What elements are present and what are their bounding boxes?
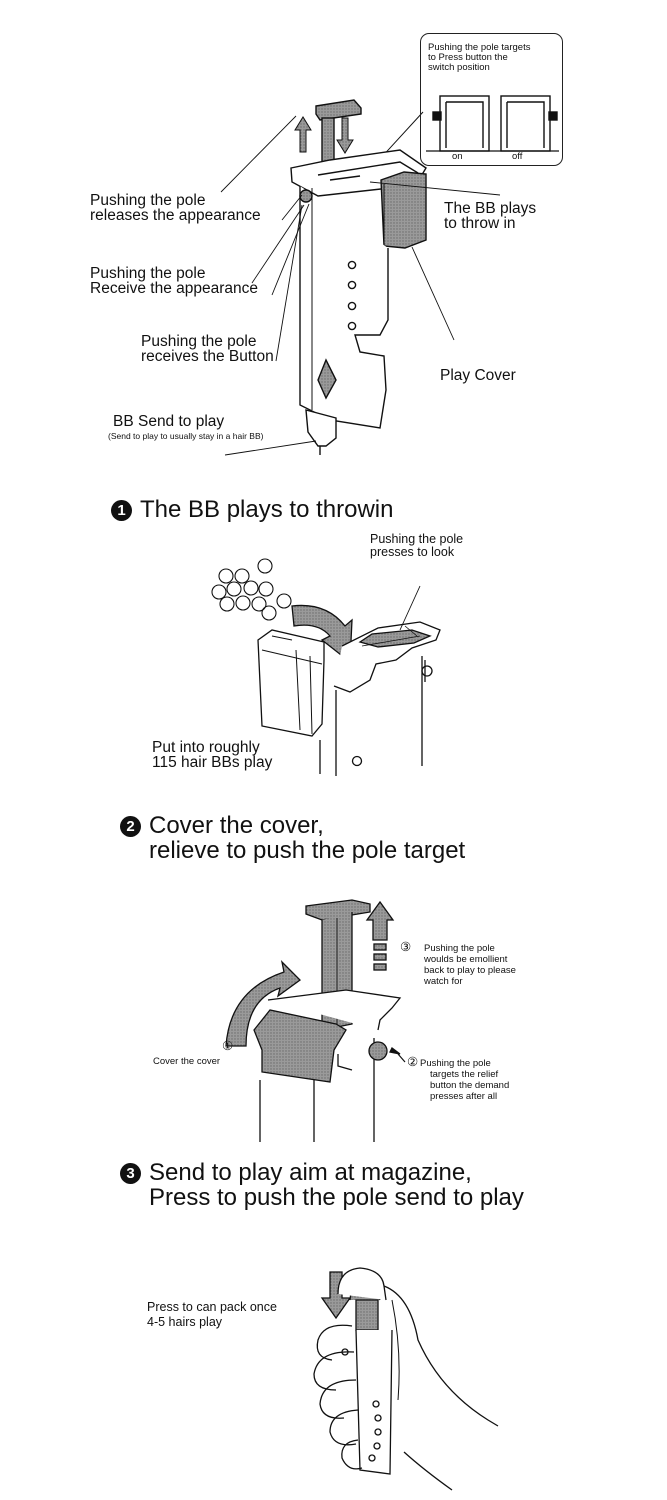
switch-position-inset xyxy=(420,33,563,166)
presses-label-line-2: presses to look xyxy=(370,545,455,559)
step2-note-3-line-3: back to play to please xyxy=(424,965,516,976)
play-cover-label: Play Cover xyxy=(440,367,516,384)
step3-heading: 3 Send to play aim at magazine, Press to … xyxy=(120,1160,524,1210)
switch-off-label: off xyxy=(512,151,523,162)
switch-off-icon xyxy=(500,95,558,152)
step3-heading-line-1: Send to play aim at magazine, xyxy=(149,1159,472,1186)
button-label-line-2: receives the Button xyxy=(141,348,274,365)
step1-number-badge: 1 xyxy=(111,500,132,521)
bb-send-note: (Send to play to usually stay in a hair … xyxy=(108,431,264,441)
step2-drawing xyxy=(225,899,406,1142)
step2-note-3-marker: ③ xyxy=(400,940,412,954)
step2-note-3-line-2: woulds be emollient xyxy=(424,954,508,965)
button-label-line-1: Pushing the pole xyxy=(141,333,257,350)
step2-note-2-line-2: targets the relief xyxy=(430,1069,499,1080)
bb-send-label: BB Send to play xyxy=(113,413,225,430)
step3-number-badge: 3 xyxy=(120,1163,141,1184)
step2-note-3-line-1: Pushing the pole xyxy=(424,943,495,954)
step2-note-2-line-4: presses after all xyxy=(430,1091,498,1102)
step2-note-2-line-1: Pushing the pole xyxy=(420,1058,491,1069)
step2-heading-line-1: Cover the cover, xyxy=(149,812,324,839)
step1-heading: 1 The BB plays to throwin xyxy=(111,497,393,522)
switch-on-icon xyxy=(432,95,490,152)
releases-label-line-2: releases the appearance xyxy=(90,207,261,224)
cover-marker: ① xyxy=(222,1039,234,1053)
presses-label-line-1: Pushing the pole xyxy=(370,532,464,546)
releases-label-line-1: Pushing the pole xyxy=(90,192,206,209)
step2-note-2-line-3: button the demand xyxy=(430,1080,510,1091)
step2-heading: 2 Cover the cover, relieve to push the po… xyxy=(120,813,465,863)
step2-note-3-line-4: watch for xyxy=(424,976,463,987)
inset-caption-line-2: to Press button the xyxy=(428,52,508,63)
inset-caption-line-1: Pushing the pole targets xyxy=(428,42,531,53)
magazine-overview-drawing xyxy=(220,95,559,456)
step3-heading-line-2: Press to push the pole send to play xyxy=(149,1184,524,1211)
throw-in-label-line-1: The BB plays xyxy=(444,200,537,217)
receive-label-line-2: Receive the appearance xyxy=(90,280,259,297)
step1-heading-text: The BB plays to throwin xyxy=(140,496,394,523)
put-into-label-line-2: 115 hair BBs play xyxy=(152,754,273,771)
press-label-line-1: Press to can pack once xyxy=(147,1300,277,1314)
inset-caption-line-3: switch position xyxy=(428,62,490,73)
throw-in-label-line-2: to throw in xyxy=(444,215,516,232)
press-label-line-2: 4-5 hairs play xyxy=(147,1315,223,1329)
step2-heading-line-2: relieve to push the pole target xyxy=(149,837,466,864)
put-into-label-line-1: Put into roughly xyxy=(152,739,260,756)
switch-on-label: on xyxy=(452,151,463,162)
step1-drawing xyxy=(211,558,441,776)
bb-pellets xyxy=(211,558,292,621)
step2-note-2-marker: ② xyxy=(407,1055,419,1069)
step2-number-badge: 2 xyxy=(120,816,141,837)
receive-label-line-1: Pushing the pole xyxy=(90,265,206,282)
step3-drawing xyxy=(313,1267,499,1491)
cover-label: Cover the cover xyxy=(153,1056,221,1067)
